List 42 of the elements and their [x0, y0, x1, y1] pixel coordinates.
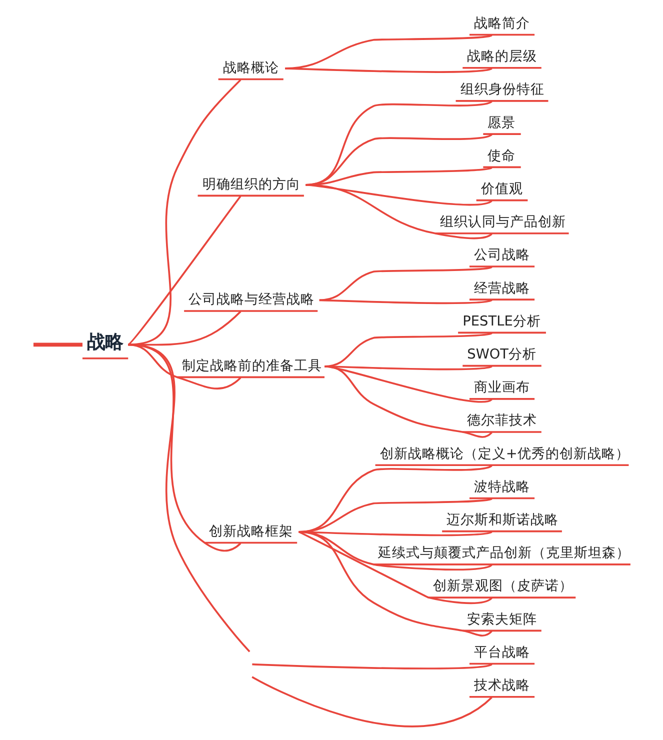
connector [324, 365, 492, 438]
node-text: 德尔菲技术 [467, 412, 538, 429]
node-text: 价值观 [480, 180, 523, 197]
node-text: 创新战略框架 [209, 523, 294, 540]
connector [319, 299, 492, 304]
node-text: 战略概论 [222, 60, 279, 76]
node-text: 创新战略概论（定义+优秀的创新战略） [380, 446, 630, 462]
node-text: 经营战略 [474, 280, 530, 296]
node-text: 波特战略 [474, 478, 530, 495]
node-text: 公司战略 [474, 247, 530, 264]
node-text: 迈尔斯和斯诺战略 [446, 512, 559, 528]
node-text: 平台战略 [474, 644, 530, 660]
node-text: PESTLE分析 [462, 313, 541, 330]
node-text: 创新景观图（皮萨诺） [432, 578, 573, 594]
connector [128, 344, 242, 390]
node-text: 制定战略前的准备工具 [182, 358, 322, 374]
node-text: 延续式与颠覆式产品创新（克里斯坦森） [378, 545, 630, 562]
node-text: 组织认同与产品创新 [440, 214, 566, 230]
connector [252, 676, 492, 727]
node-text: 愿景 [488, 114, 516, 131]
node-text: 战略简介 [474, 15, 530, 32]
node-text: 战略的层级 [467, 48, 538, 65]
node-text: 战略 [87, 332, 124, 353]
node-text: 公司战略与经营战略 [188, 292, 315, 308]
node-text: 组织身份特征 [460, 82, 544, 98]
connector [306, 184, 492, 240]
node-text: 明确组织的方向 [202, 176, 300, 192]
node-text: 商业画布 [474, 380, 530, 396]
connector [319, 266, 492, 302]
connector [128, 79, 242, 346]
node-text: 技术战略 [474, 678, 530, 694]
node-text: 安索夫矩阵 [467, 611, 538, 628]
connector [128, 196, 242, 346]
connector [298, 531, 492, 636]
node-text: 使命 [488, 148, 516, 164]
connector [298, 531, 492, 604]
connector [285, 68, 492, 73]
connector [252, 663, 492, 670]
connector [128, 344, 242, 552]
node-text: SWOT分析 [467, 346, 537, 362]
connector [128, 344, 250, 652]
connector [33, 342, 82, 347]
